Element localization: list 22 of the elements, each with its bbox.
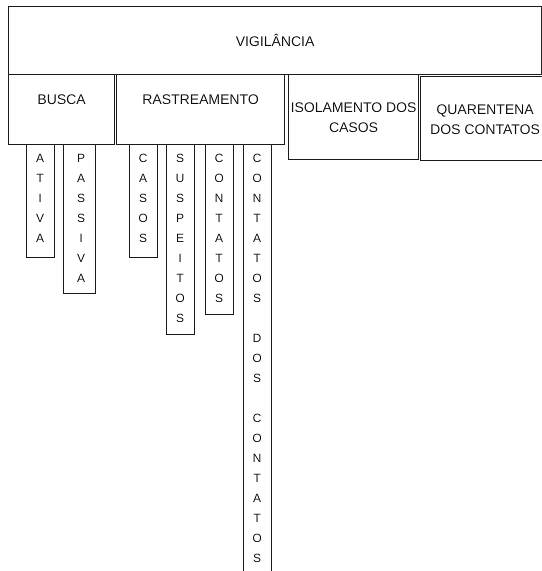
box-label: QUARENTENA DOS CONTATOS [429,100,541,138]
category-box [420,76,542,161]
vertical-label-box [129,144,158,258]
box-label: RASTREAMENTO [142,90,259,109]
box-label: BUSCA [37,90,86,109]
vertical-label-box [166,144,195,335]
category-box [8,74,115,145]
box-label: CASOS [135,151,151,251]
box-label: PASSIVA [73,151,89,291]
category-box [288,74,419,160]
vertical-label-box [63,144,96,294]
box-label: VIGILÂNCIA [236,32,314,50]
category-box [8,6,542,75]
box-label: SUSPEITOS [172,151,188,331]
box-label: CONTATOS DOS CONTATOS [249,151,265,571]
vertical-label-box [243,144,272,571]
vertical-label-box [26,144,55,258]
box-label: CONTATOS [211,151,227,311]
box-label: ATIVA [32,151,48,251]
category-box [116,74,285,145]
box-label: ISOLAMENTO DOS CASOS [290,98,418,137]
vertical-label-box [205,144,234,315]
